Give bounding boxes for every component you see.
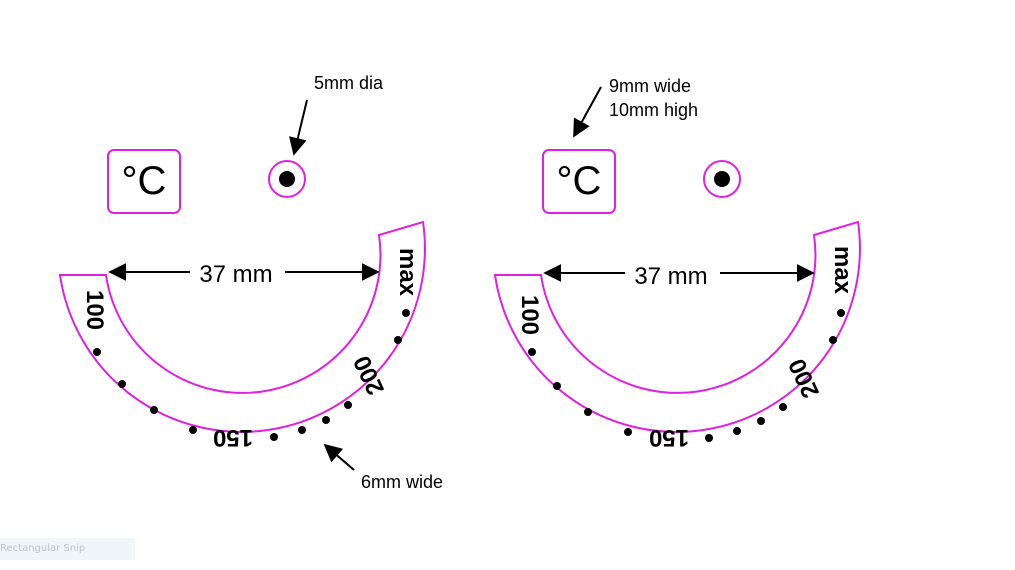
left-dot (344, 401, 352, 409)
right-tick-dots (528, 309, 845, 442)
right-dot (733, 427, 741, 435)
right-dot (553, 382, 561, 390)
right-label-150: 150 (649, 424, 689, 451)
left-dot (118, 380, 126, 388)
right-box-note-line1: 9mm wide (609, 76, 691, 96)
right-label-max: max (829, 246, 856, 295)
left-hole-note: 5mm dia (314, 73, 384, 93)
left-hole-outline (268, 160, 306, 198)
left-label-100: 100 (81, 290, 108, 330)
right-box-arrow (573, 86, 602, 138)
left-dial-band (58, 220, 426, 433)
right-dot (624, 428, 632, 436)
right-label-200: 200 (784, 354, 825, 402)
right-hole-dot (714, 171, 730, 187)
right-celsius-symbol: °C (557, 159, 602, 203)
left-hole-dot (279, 171, 295, 187)
left-hole-arrow (289, 99, 308, 156)
taskbar-snip-tooltip: Rectangular Snip (0, 538, 135, 560)
left-dot (150, 406, 158, 414)
left-celsius-box (107, 149, 181, 214)
left-label-max: max (394, 248, 421, 297)
left-dot (93, 348, 101, 356)
right-dot (584, 408, 592, 416)
right-box-note-line2: 10mm high (609, 100, 698, 120)
left-celsius-symbol: °C (122, 159, 167, 203)
left-dot (270, 433, 278, 441)
left-band-arrow (323, 443, 355, 471)
right-celsius-box (542, 149, 616, 214)
right-panel: °C 9mm wide 10mm high 37 mm 100 150 200 … (493, 76, 861, 451)
right-dial-band (493, 220, 861, 433)
left-dot (402, 309, 410, 317)
left-dimension-label: 37 mm (199, 261, 272, 288)
left-tick-dots (93, 309, 410, 441)
right-dot (829, 336, 837, 344)
left-dot (322, 416, 330, 424)
left-band-note: 6mm wide (361, 472, 443, 492)
right-label-100: 100 (516, 295, 543, 335)
left-dot (189, 426, 197, 434)
right-dimension-label: 37 mm (634, 263, 707, 290)
left-panel: °C 5mm dia 37 mm 100 150 200 max (58, 73, 443, 492)
left-dot (298, 426, 306, 434)
right-dot (779, 403, 787, 411)
right-dot (757, 417, 765, 425)
right-hole-outline (703, 160, 741, 198)
right-dot (837, 309, 845, 317)
left-dot (394, 336, 402, 344)
right-dot (528, 348, 536, 356)
left-label-150: 150 (213, 424, 253, 451)
right-dot (705, 434, 713, 442)
